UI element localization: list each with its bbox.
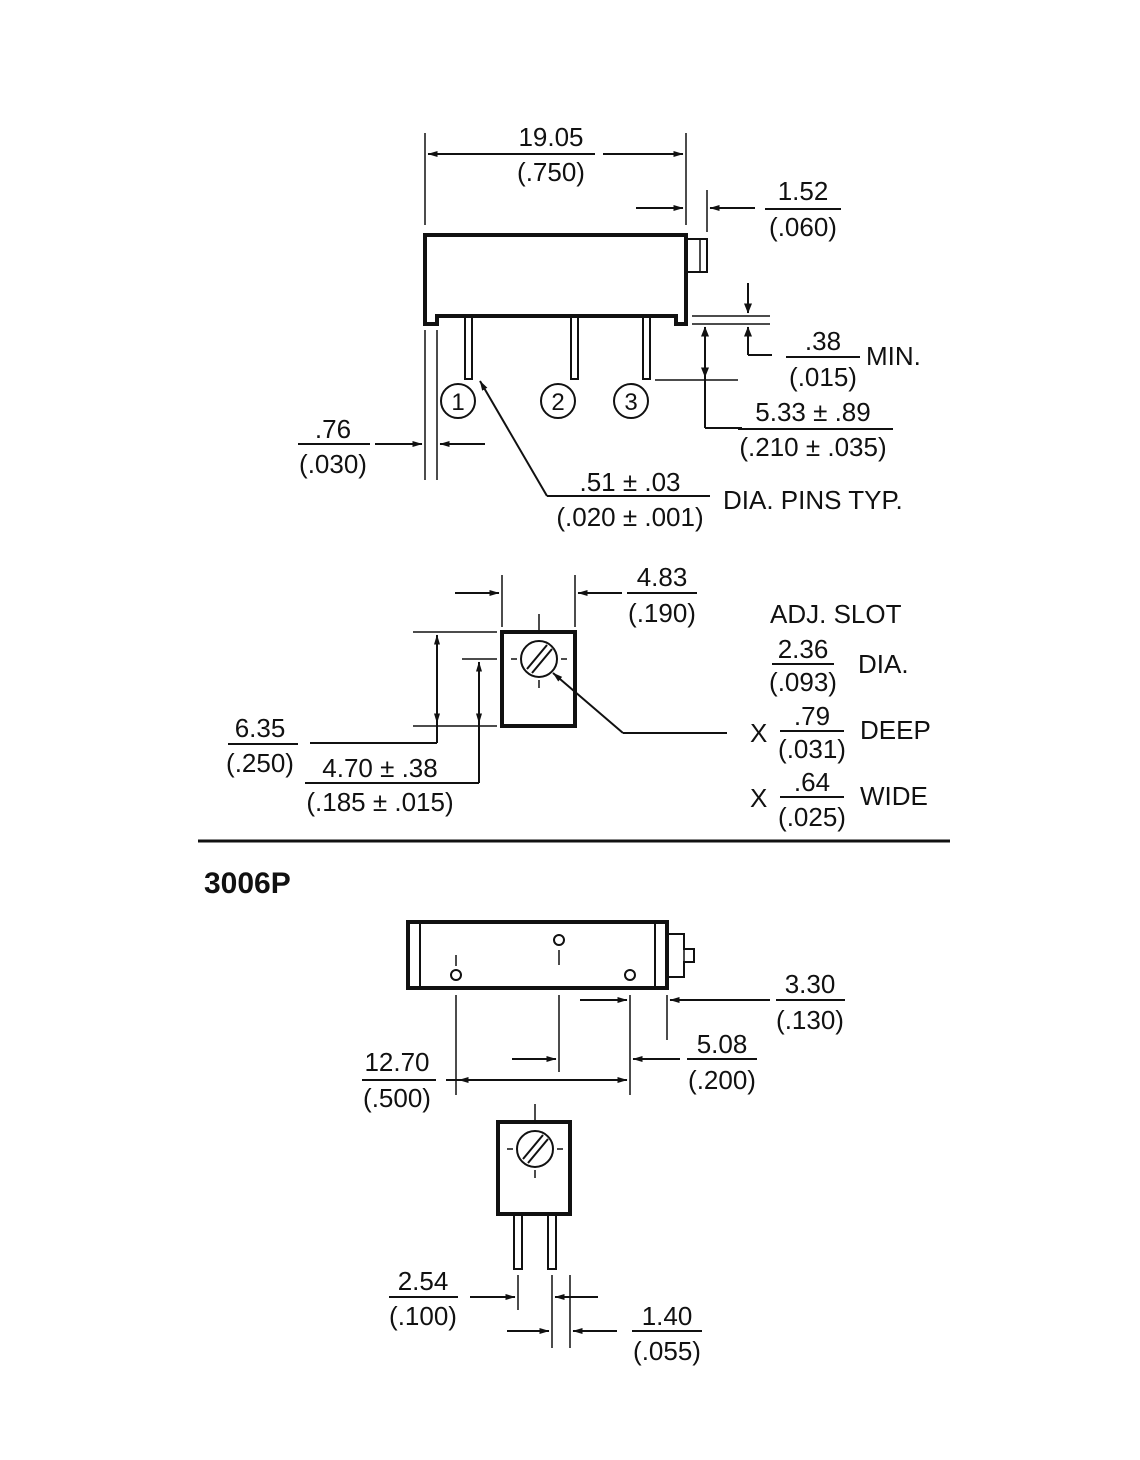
adj-slot-wide-prefix: X (750, 783, 767, 813)
dim-end-height-mm: 6.35 (235, 713, 286, 743)
adj-slot-wide-note: WIDE (860, 781, 928, 811)
dim-pin-pitch-inch: (.100) (389, 1301, 457, 1331)
adjustment-knob (686, 238, 708, 273)
adj-slot-deep-mm: .79 (794, 701, 830, 731)
dim-end-width-mm: 4.83 (637, 562, 688, 592)
lead-left (513, 1213, 523, 1270)
adj-slot-dia-note: DIA. (858, 649, 909, 679)
top-view-pin-2 (553, 934, 565, 946)
dim-pin-width-mm: 1.40 (642, 1301, 693, 1331)
dim-pin-width: 1.40 (.055) (507, 1301, 702, 1366)
section-title: 3006P (204, 867, 291, 900)
dim-overall-length-inch: (.750) (517, 157, 585, 187)
dim-knob-protrusion-mm: 1.52 (778, 176, 829, 206)
adj-slot-wide-mm: .64 (794, 767, 830, 797)
dim-pin-row-offset-inch: (.130) (776, 1005, 844, 1035)
dim-pin-length-inch: (.210 ± .035) (739, 432, 886, 462)
adj-slot-deep-inch: (.031) (778, 734, 846, 764)
pin-2-circle (540, 383, 576, 419)
dim-knob-protrusion-inch: (.060) (769, 212, 837, 242)
pin-2-lead (570, 315, 579, 380)
side-view-body (423, 233, 688, 326)
dim-pin-row-offset-mm: 3.30 (785, 969, 836, 999)
pin-1-number: 1 (451, 389, 464, 416)
top-view-body (406, 920, 669, 990)
dim-body-offset: .76 (.030) (298, 330, 485, 480)
dim-pin-pitch-mm: 2.54 (398, 1266, 449, 1296)
end-view-body (500, 630, 577, 728)
adj-slot-circle-3006p (516, 1130, 554, 1168)
dim-overall-length-mm: 19.05 (518, 122, 583, 152)
side-view: 1 2 3 19.05 (.750) 1.52 (.060) (298, 122, 921, 532)
dim-pin-spacing-inner-mm: 5.08 (697, 1029, 748, 1059)
dim-body-offset-inch: (.030) (299, 449, 367, 479)
dim-slot-height-inch: (.185 ± .015) (306, 787, 453, 817)
pin-1-lead (464, 315, 473, 380)
dim-pin-length: 5.33 ± .89 (.210 ± .035) (655, 326, 893, 462)
dim-pin-diameter: .51 ± .03 (.020 ± .001) DIA. PINS TYP. (479, 380, 903, 532)
dim-standoff-inch: (.015) (789, 362, 857, 392)
top-view-3006p: 3.30 (.130) 5.08 (.200) 12.70 (.500) (362, 920, 845, 1113)
dim-end-width: 4.83 (.190) (455, 562, 697, 628)
dim-overall-length: 19.05 (.750) (424, 122, 687, 225)
dim-pin-diameter-inch: (.020 ± .001) (556, 502, 703, 532)
dim-pin-diameter-note: DIA. PINS TYP. (723, 485, 903, 515)
adj-slot-circle (520, 640, 558, 678)
dim-slot-height-mm: 4.70 ± .38 (322, 753, 437, 783)
dim-standoff: .38 (.015) MIN. (692, 283, 921, 392)
dim-pin-spacing-outer: 12.70 (.500) (362, 1047, 628, 1113)
dim-pin-width-inch: (.055) (633, 1336, 701, 1366)
dim-pin-spacing-outer-inch: (.500) (363, 1083, 431, 1113)
end-view: 4.83 (.190) 6.35 (.250) 4.70 ± .38 (.185… (226, 562, 931, 832)
adj-slot-deep-note: DEEP (860, 715, 931, 745)
dim-end-height: 6.35 (.250) (226, 631, 497, 778)
adj-slot-dia-mm: 2.36 (778, 634, 829, 664)
adj-slot-deep-prefix: X (750, 718, 767, 748)
lead-right (547, 1213, 557, 1270)
dim-pin-spacing-inner-inch: (.200) (688, 1065, 756, 1095)
pin-1-circle (440, 383, 476, 419)
adj-slot-dia-inch: (.093) (769, 667, 837, 697)
end-view-3006p: 2.54 (.100) 1.40 (.055) (389, 1104, 702, 1366)
pin-3-number: 3 (624, 389, 637, 416)
top-view-pin-3 (624, 969, 636, 981)
pin-3-lead (642, 315, 651, 380)
dim-end-height-inch: (.250) (226, 748, 294, 778)
dim-standoff-mm: .38 (805, 326, 841, 356)
top-view-knob (667, 933, 695, 978)
pin-3-circle (613, 383, 649, 419)
dim-knob-protrusion: 1.52 (.060) (636, 176, 841, 242)
dim-end-width-inch: (.190) (628, 598, 696, 628)
dim-standoff-note: MIN. (866, 341, 921, 371)
adj-slot-label: ADJ. SLOT (770, 599, 902, 629)
dim-pin-diameter-mm: .51 ± .03 (579, 467, 680, 497)
dim-body-offset-mm: .76 (315, 414, 351, 444)
dim-pin-length-mm: 5.33 ± .89 (755, 397, 870, 427)
pin-2-number: 2 (551, 389, 564, 416)
top-view-pin-1 (450, 969, 462, 981)
dim-pin-row-offset: 3.30 (.130) (580, 969, 845, 1035)
adj-slot-callout: ADJ. SLOT 2.36 (.093) DIA. X .79 (.031) … (552, 599, 931, 832)
dim-pin-spacing-inner: 5.08 (.200) (512, 1029, 757, 1095)
dim-pin-spacing-outer-mm: 12.70 (364, 1047, 429, 1077)
dim-pin-pitch: 2.54 (.100) (389, 1266, 598, 1331)
end-view-3006p-body (496, 1120, 572, 1216)
adj-slot-wide-inch: (.025) (778, 802, 846, 832)
dim-slot-height: 4.70 ± .38 (.185 ± .015) (305, 658, 497, 817)
